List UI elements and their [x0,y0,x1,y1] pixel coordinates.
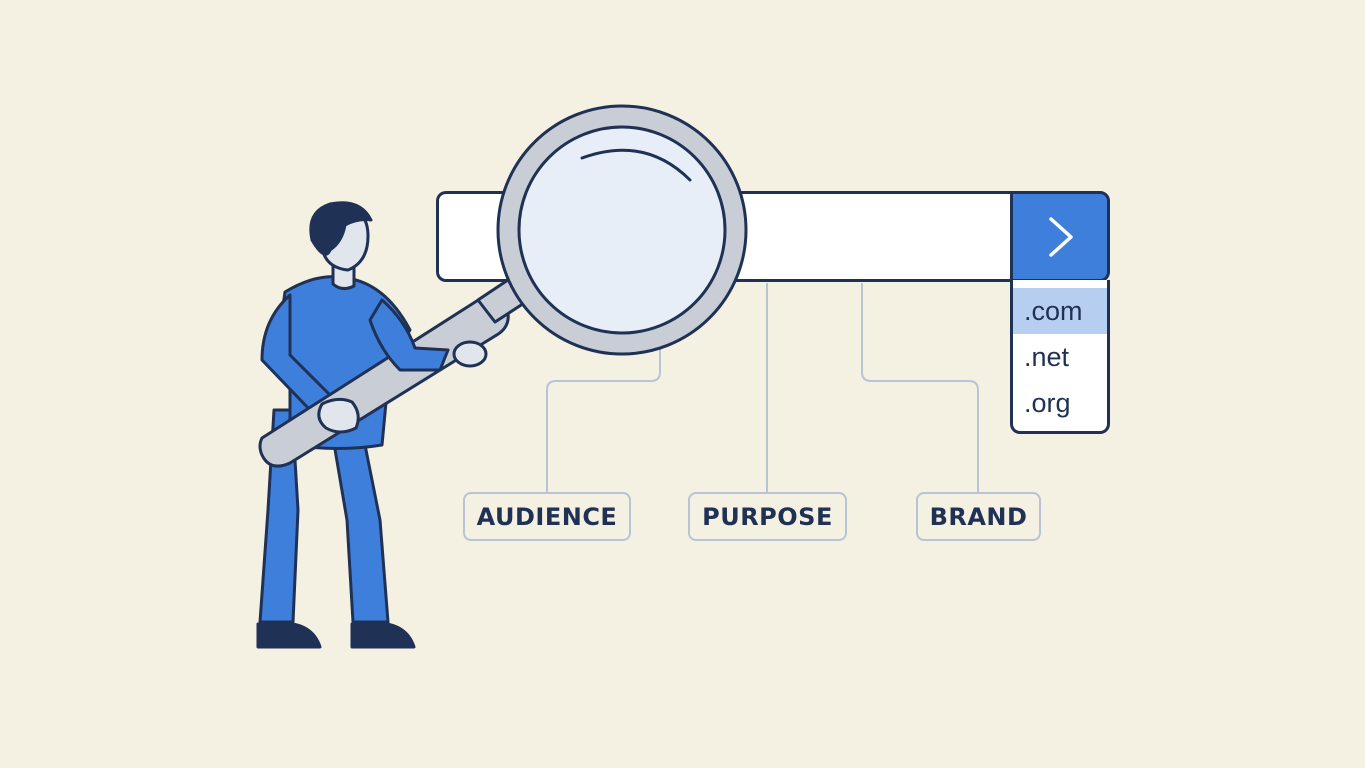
back-hand [317,397,360,434]
right-leg [328,418,390,624]
tag-audience: AUDIENCE [463,492,631,541]
connector-lines [546,283,979,492]
tag-brand: BRAND [916,492,1041,541]
tld-dropdown[interactable]: .com .net .org [1010,280,1110,434]
search-submit-button[interactable] [1010,191,1110,282]
connector-brand [861,283,979,492]
tld-option-com[interactable]: .com [1013,288,1107,334]
right-shoe [350,622,416,649]
lens-glare [580,148,692,182]
tld-option-net[interactable]: .net [1024,342,1070,372]
magnifying-glass-icon [258,104,748,468]
connector-audience [546,283,661,492]
tag-purpose: PURPOSE [688,492,847,541]
left-shoe [256,622,322,649]
hair [309,201,373,256]
magnifier-lens [517,125,727,335]
front-hand [452,340,488,368]
chevron-right-icon [1049,216,1073,257]
front-arm [317,298,488,434]
tld-option-org[interactable]: .org [1024,388,1071,418]
front-sleeve [368,298,450,372]
